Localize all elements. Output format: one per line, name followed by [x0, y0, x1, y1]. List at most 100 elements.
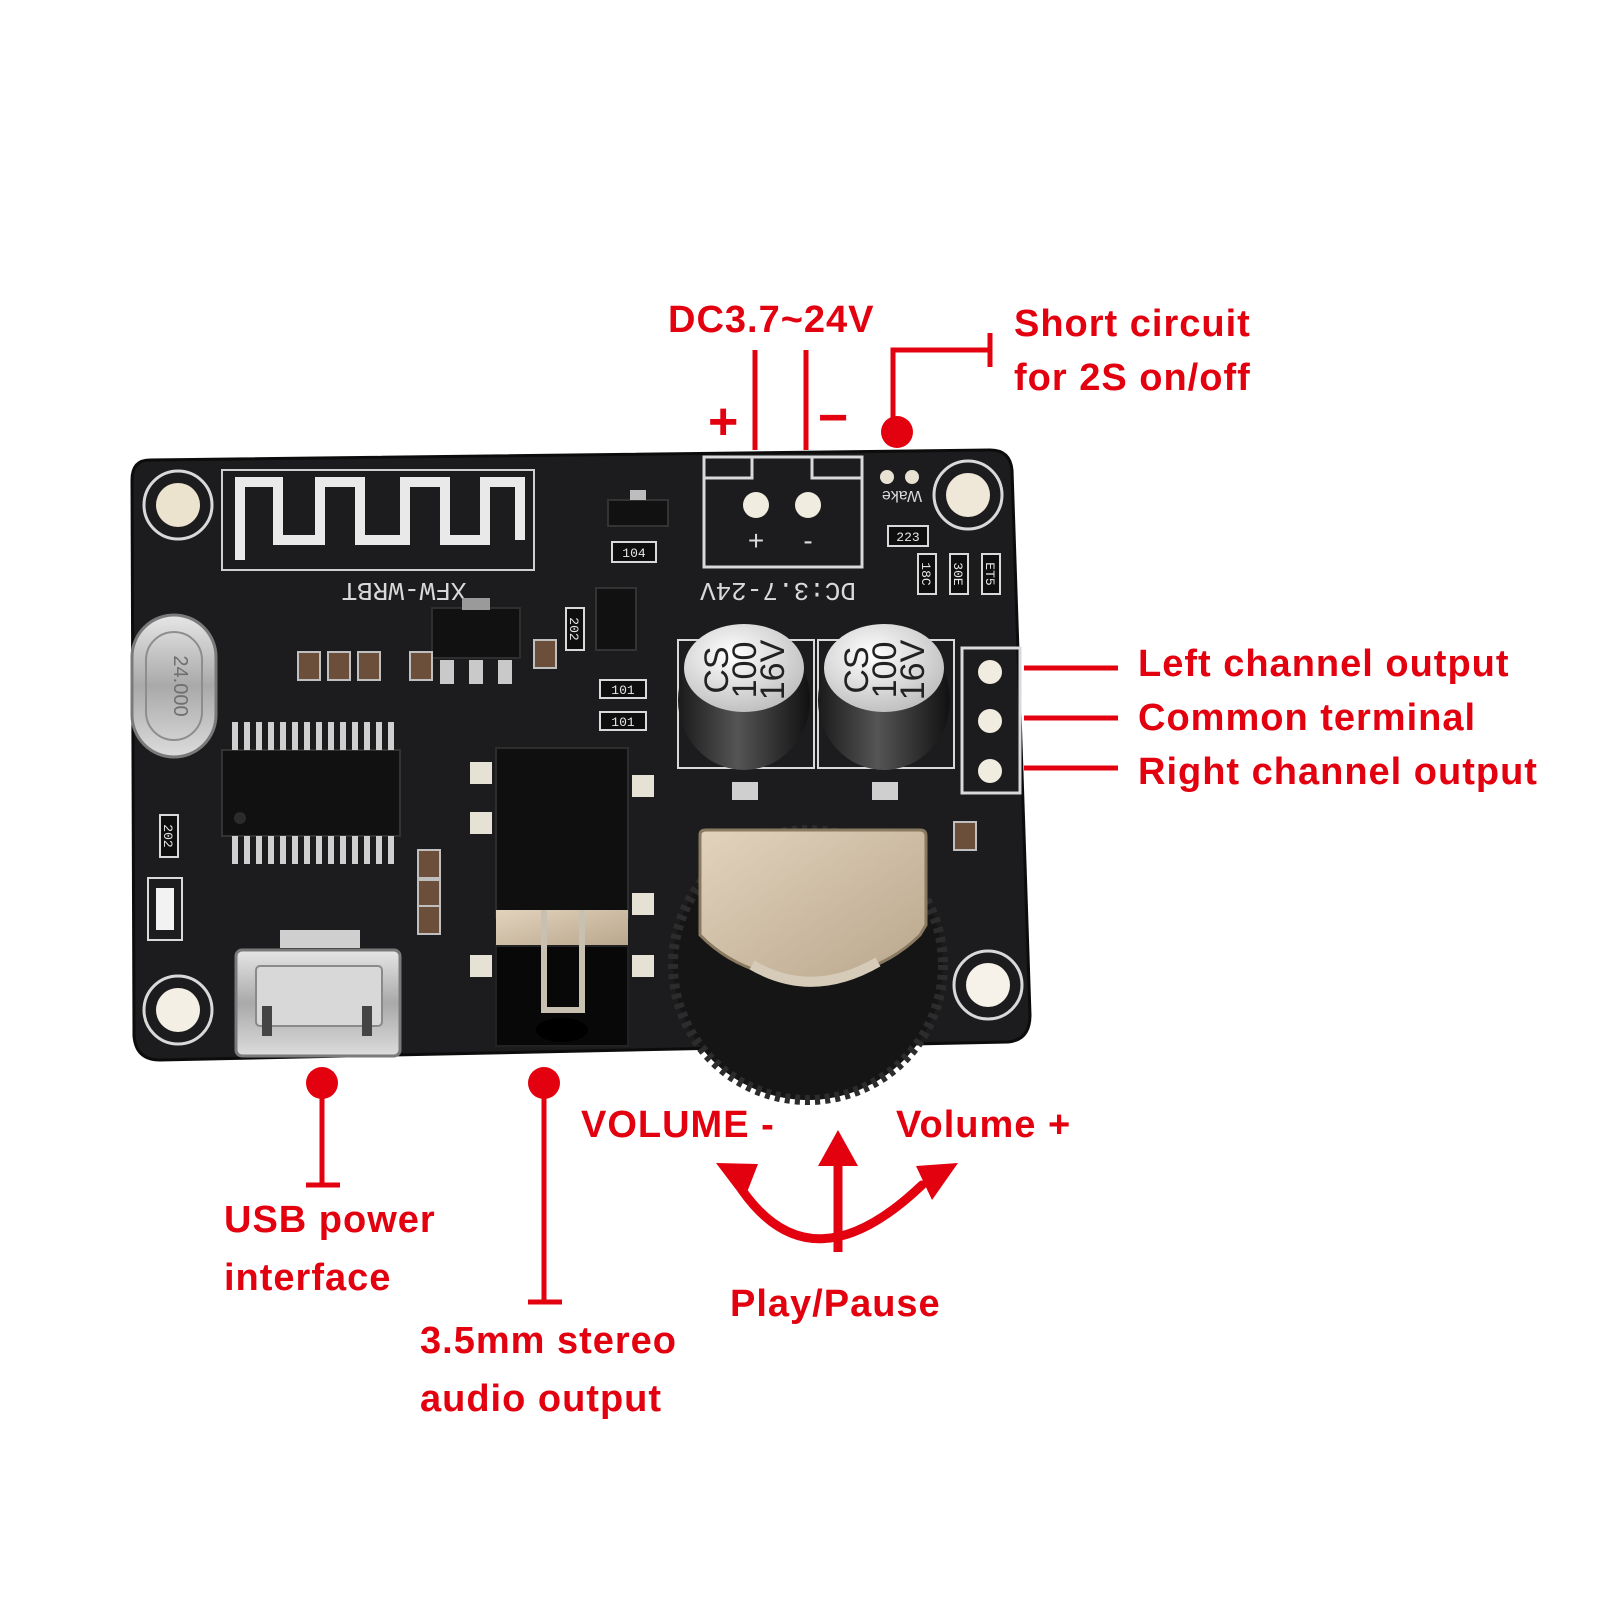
ic-pin: [388, 836, 394, 864]
ic-pin: [340, 722, 346, 750]
short-circuit-dot: [881, 416, 913, 448]
cap-text: 100: [726, 642, 764, 699]
smd-resistor: 101: [599, 679, 647, 699]
smd-capacitor: [417, 849, 441, 879]
smd-label: 202: [160, 824, 175, 847]
smd-label: 18C: [918, 562, 933, 586]
usb-label-line2: interface: [224, 1257, 392, 1299]
smd-label: 101: [611, 715, 635, 730]
smd-resistor: 223: [887, 525, 929, 547]
ic-pin: [280, 836, 286, 864]
arrow-left-icon: [716, 1163, 758, 1200]
status-led: [147, 877, 183, 941]
cap-text: CS: [698, 646, 736, 693]
cap-text: 16V: [754, 639, 792, 700]
smd-resistor: ET5: [981, 553, 1001, 595]
mounting-hole: [952, 949, 1024, 1021]
short-circuit-leader: [890, 347, 990, 433]
common-terminal-label: Common terminal: [1138, 697, 1477, 739]
ic-pin: [244, 836, 250, 864]
ic-pin: [340, 836, 346, 864]
smd-resistor: 18C: [917, 553, 937, 595]
main-ic: [221, 749, 401, 837]
smd-resistor: 30E: [949, 553, 969, 595]
mounting-hole: [932, 459, 1004, 531]
crystal-oscillator: 24.000: [130, 613, 218, 759]
audio-dot: [528, 1067, 560, 1099]
smd-label: 202: [566, 617, 581, 640]
wake-silkscreen: Wake: [882, 487, 922, 504]
usb-dot: [306, 1067, 338, 1099]
dc-plus-label: +: [708, 393, 740, 451]
short-circuit-label-line2: for 2S on/off: [1014, 357, 1251, 399]
cap-text: 100: [866, 642, 904, 699]
smd-label: 101: [611, 683, 635, 698]
smd-label: 104: [622, 546, 646, 561]
ic-pin: [268, 836, 274, 864]
audio-label-line1: 3.5mm stereo: [420, 1320, 678, 1362]
dc-silkscreen: DC:3.7-24V: [700, 575, 856, 605]
mounting-hole: [142, 469, 214, 541]
volume-minus-label: VOLUME -: [581, 1104, 775, 1146]
capacitor: CS 100 16V: [817, 624, 955, 800]
smd-capacitor: [417, 879, 441, 909]
smd-capacitor: [327, 651, 351, 681]
ic-pin: [316, 836, 322, 864]
left-channel-label: Left channel output: [1138, 643, 1510, 685]
smd-resistor: 101: [599, 711, 647, 731]
wake-pad: [905, 470, 919, 484]
ic-pin: [328, 722, 334, 750]
ic-pin: [292, 836, 298, 864]
annotation-lines: [306, 333, 1118, 1305]
ic-pin: [256, 836, 262, 864]
ic-pin: [352, 836, 358, 864]
ic-pin: [244, 722, 250, 750]
short-circuit-label-line1: Short circuit: [1014, 303, 1251, 345]
volume-knob: [668, 825, 948, 1105]
audio-jack: [470, 747, 654, 1047]
smd-resistor: 104: [611, 541, 657, 563]
dc-minus-label: −: [818, 389, 850, 447]
right-channel-label: Right channel output: [1138, 751, 1538, 793]
knob-arrows: [716, 1130, 958, 1252]
ic-pin: [388, 722, 394, 750]
output-header: [960, 646, 1022, 795]
voltage-regulator: [431, 598, 521, 684]
play-pause-label: Play/Pause: [730, 1283, 941, 1325]
ic-pin: [316, 722, 322, 750]
usb-label-line1: USB power: [224, 1199, 436, 1241]
volume-plus-label: Volume +: [896, 1104, 1072, 1146]
smd-components: 104 223 18C 30E ET5 101 101 202 202: [159, 525, 1001, 935]
smd-resistor: 202: [565, 607, 585, 651]
ic-pins: [232, 722, 394, 750]
transistor: [595, 587, 637, 651]
micro-usb-port: [234, 930, 402, 1058]
ic-pins: [232, 836, 394, 864]
ic-pin: [376, 722, 382, 750]
smd-capacitor: [409, 651, 433, 681]
ic-pin: [304, 722, 310, 750]
ic-pin: [280, 722, 286, 750]
smd-resistor: 202: [159, 814, 179, 858]
ic-pin: [268, 722, 274, 750]
ic-pin: [376, 836, 382, 864]
smd-capacitor: [297, 651, 321, 681]
smd-capacitor: [953, 821, 977, 851]
cap-text: 16V: [894, 639, 932, 700]
arrow-up-icon: [818, 1130, 858, 1166]
arrow-right-icon: [916, 1163, 958, 1200]
power-terminal: + -: [702, 455, 864, 569]
antenna-trace: [235, 477, 525, 560]
smd-label: ET5: [982, 562, 997, 585]
smd-capacitor: [533, 639, 557, 669]
ic-pin: [232, 836, 238, 864]
ic-pin: [364, 836, 370, 864]
terminal-plus-silk: +: [748, 525, 764, 556]
ic-pin: [328, 836, 334, 864]
cap-text: CS: [838, 646, 876, 693]
smd-capacitor: [357, 651, 381, 681]
mounting-hole: [142, 974, 214, 1046]
ic-pin: [352, 722, 358, 750]
model-silkscreen: XFW-WRBT: [342, 575, 467, 605]
